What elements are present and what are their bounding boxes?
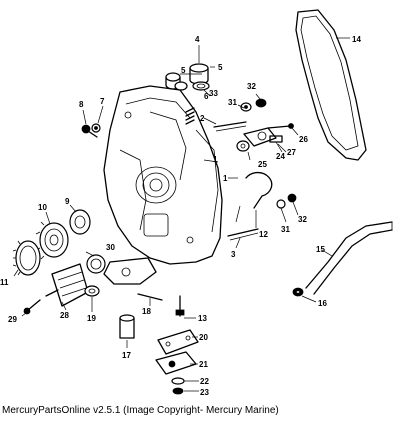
bellows-part-28 — [45, 263, 89, 307]
screw-part-13 — [175, 295, 185, 317]
gear-part-10 — [35, 221, 69, 260]
callout-18: 18 — [142, 307, 151, 316]
callout-31b: 31 — [281, 225, 290, 234]
callout-25: 25 — [258, 160, 267, 169]
stud-part-3 — [227, 228, 259, 241]
washer-part-31a — [240, 102, 252, 112]
gasket-part-14 — [295, 9, 367, 161]
callout-11: 11 — [0, 278, 9, 287]
callout-32a: 32 — [247, 82, 256, 91]
screw-part-29 — [23, 299, 41, 315]
ring-gear-part-11 — [12, 240, 41, 276]
screw-part-26 — [267, 123, 294, 129]
callout-8: 8 — [79, 100, 84, 109]
plug-part-6 — [174, 81, 188, 91]
callout-14: 14 — [352, 35, 361, 44]
callout-7: 7 — [100, 97, 105, 106]
callout-31a: 31 — [228, 98, 237, 107]
nut-part-32b — [287, 193, 297, 203]
lower-bracket — [103, 257, 157, 285]
callout-16: 16 — [318, 299, 327, 308]
pin-part-18 — [137, 293, 163, 301]
cap-part-24 — [243, 127, 277, 147]
washer-part-31b — [276, 199, 286, 209]
callout-13: 13 — [198, 314, 207, 323]
callout-28: 28 — [60, 311, 69, 320]
bearing-part-5b — [192, 81, 210, 91]
callout-4: 4 — [195, 35, 200, 44]
callout-labels: 1 1 2 3 4 5 5 6 7 8 9 10 11 12 13 14 15 … — [0, 35, 361, 397]
bearing-part-30 — [86, 254, 106, 274]
washer-part-22 — [171, 377, 185, 385]
callout-9: 9 — [65, 197, 70, 206]
callout-6: 6 — [204, 92, 209, 101]
callout-24: 24 — [276, 152, 285, 161]
copyright-footer: MercuryPartsOnline v2.5.1 (Image Copyrig… — [2, 405, 279, 416]
callout-17: 17 — [122, 351, 131, 360]
callout-1: 1 — [213, 155, 218, 164]
callout-3: 3 — [231, 250, 236, 259]
oring-part-12 — [245, 171, 273, 209]
washer-part-19 — [84, 285, 100, 297]
nut-part-23 — [172, 387, 184, 395]
callout-20: 20 — [199, 333, 208, 342]
clamp-part-16 — [292, 287, 304, 297]
housing-part-1 — [103, 85, 223, 265]
washer-part-25 — [236, 140, 250, 152]
callout-33: 33 — [209, 89, 218, 98]
callout-19: 19 — [87, 314, 96, 323]
callout-26: 26 — [299, 135, 308, 144]
callout-22: 22 — [200, 377, 209, 386]
callout-21: 21 — [199, 360, 208, 369]
stud-part-2 — [213, 121, 247, 132]
nut-part-32a — [255, 98, 267, 108]
leader-lines — [13, 37, 350, 392]
fitting-part-27 — [269, 135, 283, 143]
cover-part-21 — [155, 351, 197, 375]
screw-part-8 — [81, 124, 98, 138]
callout-10: 10 — [38, 203, 47, 212]
callout-30: 30 — [106, 243, 115, 252]
callout-27: 27 — [287, 148, 296, 157]
callout-32b: 32 — [298, 215, 307, 224]
seal-part-9 — [69, 209, 91, 235]
callout-1b: 1 — [223, 174, 228, 183]
gasket-part-20 — [157, 329, 199, 355]
callout-5a: 5 — [181, 66, 186, 75]
callout-23: 23 — [200, 388, 209, 397]
callout-15: 15 — [316, 245, 325, 254]
spring-part-33 — [185, 107, 195, 125]
sleeve-part-17 — [119, 314, 135, 339]
fitting-part-7 — [91, 123, 101, 133]
callout-2: 2 — [200, 114, 205, 123]
hose-part-15 — [305, 221, 393, 295]
callout-29: 29 — [8, 315, 17, 324]
callout-5b: 5 — [218, 63, 223, 72]
callout-12: 12 — [259, 230, 268, 239]
